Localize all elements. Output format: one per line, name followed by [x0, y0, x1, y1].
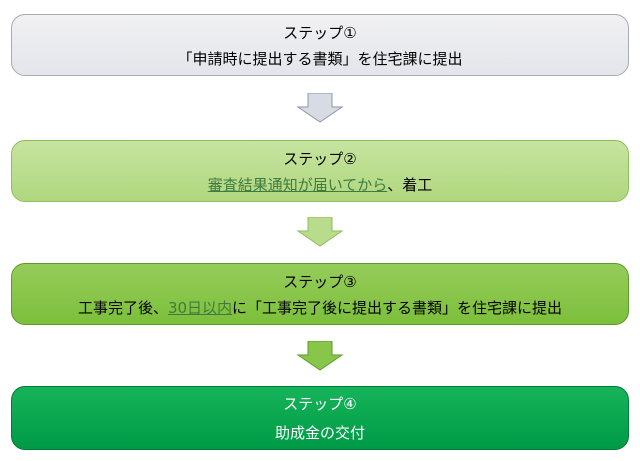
down-arrow-icon: [296, 341, 344, 371]
step-1-description: 「申請時に提出する書類」を住宅課に提出: [177, 50, 463, 68]
step-3-box: ステップ③ 工事完了後、30日以内に「工事完了後に提出する書類」を住宅課に提出: [11, 263, 629, 325]
step-3-description: 工事完了後、30日以内に「工事完了後に提出する書類」を住宅課に提出: [12, 299, 628, 317]
step-2-link[interactable]: 審査結果通知が届いてから: [207, 176, 388, 194]
down-arrow-icon: [296, 217, 344, 247]
step-1-title: ステップ①: [283, 24, 357, 42]
step-2-text: 、着工: [387, 176, 433, 194]
step-3-text-after: に「工事完了後に提出する書類」を住宅課に提出: [232, 299, 563, 317]
step-3-title: ステップ③: [283, 273, 357, 291]
step-4-description: 助成金の交付: [274, 424, 365, 442]
step-3-text-before: 工事完了後、: [77, 299, 168, 317]
down-arrow-icon: [296, 93, 344, 123]
step-4-box: ステップ④ 助成金の交付: [11, 386, 629, 450]
step-2-title: ステップ②: [283, 150, 357, 168]
step-4-title: ステップ④: [283, 395, 357, 413]
step-2-description: 審査結果通知が届いてから、着工: [12, 176, 628, 194]
step-3-link[interactable]: 30日以内: [167, 299, 233, 317]
step-2-box: ステップ② 審査結果通知が届いてから、着工: [11, 140, 629, 202]
step-1-box: ステップ① 「申請時に提出する書類」を住宅課に提出: [11, 14, 629, 76]
